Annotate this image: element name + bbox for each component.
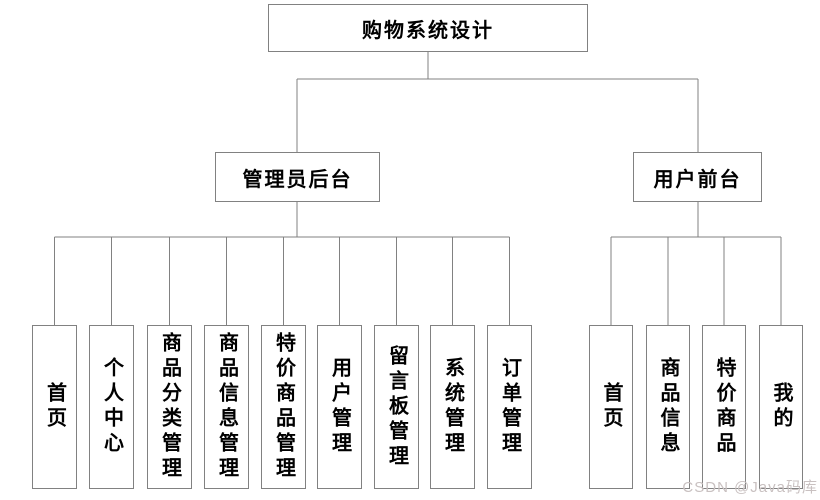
leaf-admin-home: 首页 <box>32 325 77 489</box>
leaf-admin-message-board-mgmt-label: 留言板管理 <box>385 344 408 470</box>
leaf-admin-personal-center-label: 个人中心 <box>100 357 123 457</box>
leaf-admin-order-mgmt-label: 订单管理 <box>498 357 521 457</box>
leaf-admin-product-category-mgmt-label: 商品分类管理 <box>158 332 181 482</box>
leaf-admin-special-product-mgmt-label: 特价商品管理 <box>272 332 295 482</box>
leaf-user-product-info-label: 商品信息 <box>657 357 679 457</box>
leaf-user-home: 首页 <box>589 325 633 489</box>
leaf-admin-product-category-mgmt: 商品分类管理 <box>147 325 192 489</box>
leaf-admin-system-mgmt: 系统管理 <box>430 325 475 489</box>
leaf-admin-message-board-mgmt: 留言板管理 <box>374 325 419 489</box>
leaf-user-home-label: 首页 <box>600 382 622 432</box>
node-root: 购物系统设计 <box>268 4 588 52</box>
leaf-user-mine: 我的 <box>759 325 803 489</box>
leaf-admin-system-mgmt-label: 系统管理 <box>441 357 464 457</box>
leaf-admin-user-mgmt: 用户管理 <box>317 325 362 489</box>
leaf-user-product-info: 商品信息 <box>646 325 690 489</box>
node-user-frontend: 用户前台 <box>633 152 762 202</box>
node-admin-backend: 管理员后台 <box>215 152 380 202</box>
leaf-admin-home-label: 首页 <box>43 382 66 432</box>
leaf-admin-product-info-mgmt: 商品信息管理 <box>204 325 249 489</box>
node-user-frontend-label: 用户前台 <box>653 168 742 191</box>
node-admin-backend-label: 管理员后台 <box>242 168 353 191</box>
leaf-admin-personal-center: 个人中心 <box>89 325 134 489</box>
leaf-user-special-product-label: 特价商品 <box>713 357 735 457</box>
leaf-admin-product-info-mgmt-label: 商品信息管理 <box>215 332 238 482</box>
leaf-admin-order-mgmt: 订单管理 <box>487 325 532 489</box>
leaf-user-special-product: 特价商品 <box>702 325 746 489</box>
leaf-admin-special-product-mgmt: 特价商品管理 <box>261 325 306 489</box>
leaf-user-mine-label: 我的 <box>770 382 792 432</box>
node-root-label: 购物系统设计 <box>362 19 494 42</box>
csdn-watermark: CSDN @Java码库 <box>682 479 818 496</box>
leaf-admin-user-mgmt-label: 用户管理 <box>328 357 351 457</box>
